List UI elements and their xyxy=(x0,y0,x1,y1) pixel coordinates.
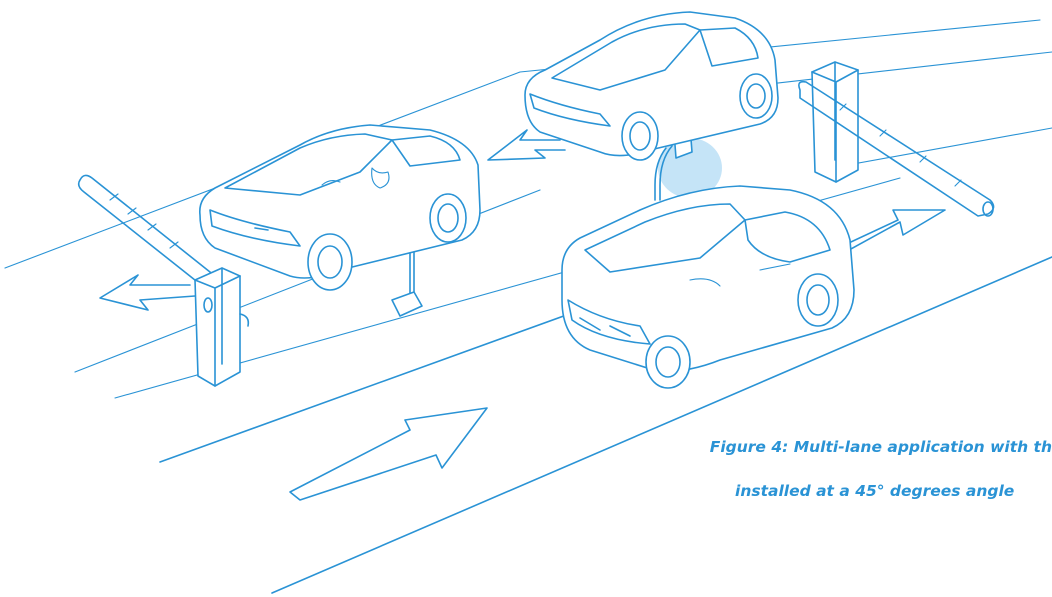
figure-caption-line-1: Figure 4: Multi-lane application with th xyxy=(709,438,1052,456)
car-top xyxy=(524,11,779,161)
exit-arrow-right-lane xyxy=(837,209,946,256)
detection-zone-middle xyxy=(658,138,722,198)
car-left xyxy=(198,124,481,291)
car-front xyxy=(561,185,855,389)
barrier-gate-right xyxy=(798,61,995,217)
exit-arrow-middle-lane xyxy=(487,129,566,161)
exit-arrow-left-lane xyxy=(99,274,196,311)
barrier-gate-left xyxy=(77,174,250,387)
entry-arrow xyxy=(289,407,488,501)
figure-caption-line-2: installed at a 45° degrees angle xyxy=(735,482,1015,500)
